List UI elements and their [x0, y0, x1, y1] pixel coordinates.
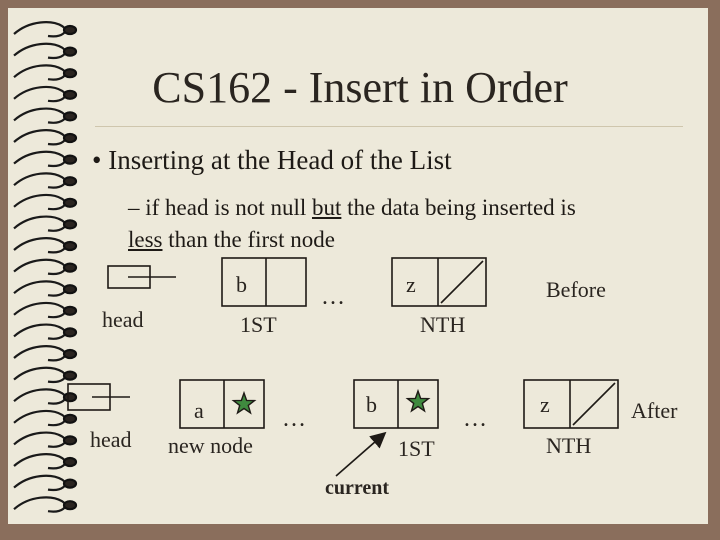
before-node1-value: b — [236, 272, 247, 297]
current-arrow — [335, 431, 387, 477]
sub-text-3: than the first node — [162, 227, 335, 252]
after-node1-value: b — [366, 392, 377, 417]
slide-title: CS162 - Insert in Order — [152, 63, 568, 112]
before-null-slash — [440, 260, 484, 304]
before-caption: Before — [546, 277, 606, 302]
before-node1-box — [221, 257, 307, 307]
after-ellipsis-1: … — [282, 406, 306, 432]
before-node2-box — [391, 257, 487, 307]
before-ellipsis: … — [321, 284, 345, 310]
after-ellipsis-2: … — [463, 406, 487, 432]
after-node1-label: 1ST — [398, 436, 435, 461]
sub-underline-less: less — [128, 227, 163, 252]
before-node2-value: z — [406, 272, 416, 297]
after-new-node-label: new node — [168, 433, 253, 458]
current-label: current — [325, 477, 390, 499]
sub-bullet-dash: – — [128, 195, 140, 220]
after-node2-label: NTH — [546, 433, 592, 458]
before-node2-label: NTH — [420, 312, 466, 337]
after-new-node-value: a — [194, 398, 204, 423]
bullet-heading: • Inserting at the Head of the List — [92, 145, 452, 175]
after-head-label: head — [90, 427, 132, 452]
sub-underline-but: but — [311, 195, 342, 220]
star-icon — [231, 390, 257, 415]
after-null-slash — [572, 382, 616, 426]
after-caption: After — [631, 398, 678, 423]
before-node1-label: 1ST — [240, 312, 277, 337]
star-icon — [405, 388, 431, 413]
before-head-label: head — [102, 307, 144, 332]
sub-text-2: the data being inserted is — [341, 195, 576, 220]
sub-bullet: – if head is not null but the data being… — [128, 192, 688, 256]
after-node2-value: z — [540, 392, 550, 417]
after-node1-box — [353, 379, 439, 429]
after-node2-box — [523, 379, 619, 429]
title-divider — [95, 126, 683, 127]
sub-text-1: if head is not null — [139, 195, 312, 220]
after-new-node-box — [179, 379, 265, 429]
